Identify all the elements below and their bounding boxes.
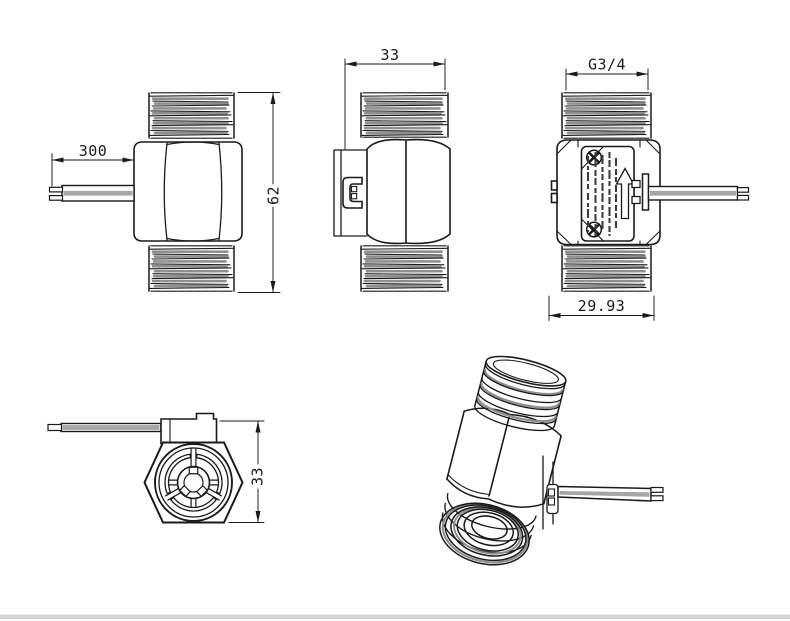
body-outline	[366, 138, 451, 245]
view-axial: 33	[47, 412, 267, 524]
dim-text-across-flats: 33	[249, 467, 267, 486]
footer-bar	[0, 614, 790, 619]
connector-pin	[350, 185, 358, 193]
turbine-support	[164, 447, 223, 512]
flow-direction-arrow	[615, 167, 635, 220]
thread-top	[360, 92, 449, 138]
thread-od-circle	[154, 443, 233, 522]
hex-body-outline	[133, 141, 243, 242]
thread-top	[561, 92, 652, 139]
mounting-tab	[333, 149, 368, 237]
side-notch	[550, 192, 558, 204]
view-front: 300 62	[48, 92, 283, 293]
view-side: 33	[333, 46, 451, 292]
dim-text-overall-height: 62	[265, 186, 283, 205]
hex-face-edges	[163, 141, 223, 242]
hex-body-outline	[556, 139, 661, 246]
view-isometric	[439, 355, 664, 566]
wire-cable-right	[631, 173, 750, 211]
thread-root-circle	[158, 447, 229, 518]
connector-block	[160, 412, 218, 445]
thread-bottom	[561, 245, 652, 292]
wire-cable-left	[48, 184, 135, 202]
wire-cable-right	[557, 485, 664, 502]
connector-clip	[342, 176, 363, 209]
iso-body	[439, 355, 567, 566]
dim-text-depth: 33	[380, 46, 399, 64]
fine-print-lines	[586, 152, 618, 236]
dimension-overall-height: 62	[237, 92, 283, 293]
hex-outline	[143, 441, 244, 524]
dimension-wire-length: 300	[51, 142, 135, 187]
dimension-depth: 33	[344, 46, 446, 150]
dimension-body-width: 29.93	[548, 295, 655, 321]
dimension-thread-size: G3/4	[565, 56, 649, 91]
phillips-screw-icon	[585, 149, 603, 166]
dimension-across-flats: 33	[219, 420, 267, 523]
thread-bottom	[148, 245, 235, 292]
phillips-screw-icon	[585, 221, 603, 238]
thread-top	[148, 92, 235, 139]
connector-pin	[547, 497, 556, 506]
connector-pin	[547, 488, 556, 497]
dim-text-body-width: 29.93	[578, 297, 626, 315]
view-back: G3/4 29.93	[548, 56, 750, 321]
hex-corner-chamfers	[556, 139, 661, 246]
connector-pin	[350, 193, 358, 200]
dim-text-wire-length: 300	[79, 142, 108, 160]
side-notch	[550, 180, 558, 191]
dim-text-thread-size: G3/4	[588, 56, 626, 74]
thread-bottom	[360, 245, 449, 292]
wire-cable-left	[47, 422, 162, 433]
